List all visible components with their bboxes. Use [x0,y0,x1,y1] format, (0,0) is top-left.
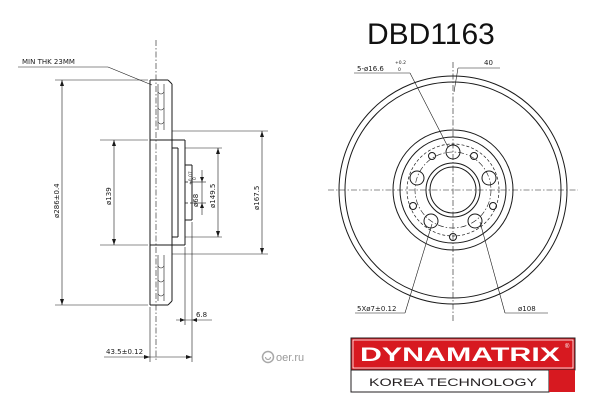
small-holes [409,152,497,241]
brand-registered-mark: ® [565,343,570,350]
pcd-label: ø108 [518,305,536,313]
d68-label: ø68 [192,194,200,207]
side-section-view: MIN THK 23MM ø286±0.4 ø139 ø68 +0.07 0 ø… [18,40,268,362]
hat-thickness-label: 6.8 [196,311,207,319]
brand-name: DYNAMATRIX [360,345,561,366]
brand-tagline: KOREA TECHNOLOGY [369,377,538,389]
brand-logo: DYNAMATRIX ® KOREA TECHNOLOGY [350,337,576,393]
d167-label: ø167.5 [253,186,261,210]
watermark: oer.ru [261,350,304,364]
bolt-holes-tolerance-upper: +0.2 [395,60,406,66]
d68-tolerance-upper: +0.07 [188,171,194,185]
min-thickness-label: MIN THK 23MM [22,58,75,66]
part-number-title: DBD1163 [367,18,495,51]
d149-label: ø149.5 [209,184,217,208]
watermark-text: oer.ru [276,352,304,364]
front-view: 5-ø16.6 +0.2 0 40 5Xø7±0.12 ø108 [328,59,578,322]
small-holes-label: 5Xø7±0.12 [357,305,396,313]
outer-diameter-label: ø286±0.4 [53,183,61,218]
bolt-holes-label: 5-ø16.6 [357,65,384,73]
d68-tolerance-lower: 0 [192,177,198,180]
dim-40-label: 40 [484,59,493,67]
bolt-holes-tolerance-lower: 0 [398,67,401,73]
bolt-holes [409,144,497,229]
d139-label: ø139 [105,187,113,205]
total-height-label: 43.5±0.12 [106,348,143,356]
